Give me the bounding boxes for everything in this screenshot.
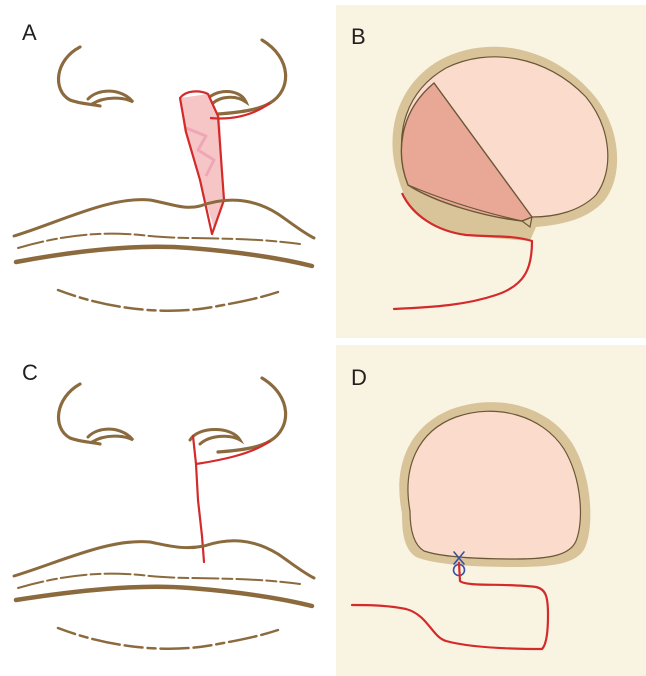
panel-d: D <box>336 345 646 676</box>
upper-lip-vermilion-border <box>14 200 314 238</box>
panel-label-c: C <box>22 362 38 384</box>
panel-label-a: A <box>22 22 37 44</box>
panel-b: B <box>336 5 646 338</box>
mucosal-closure-extension <box>352 605 542 649</box>
panel-c: C <box>0 340 330 676</box>
oral-commissure-line <box>16 587 312 606</box>
panel-label-b: B <box>351 26 366 48</box>
oral-commissure-line <box>16 247 312 266</box>
lower-lip-line <box>58 628 278 649</box>
right-nostril <box>190 430 240 445</box>
closed-incision-diagram-c <box>0 340 330 676</box>
mucosal-extension <box>394 241 532 309</box>
left-alar-rim <box>59 384 100 444</box>
left-alar-rim <box>59 47 100 106</box>
right-alar-rim <box>218 378 286 452</box>
lower-lip-line <box>58 290 278 311</box>
panel-a: A <box>0 0 330 336</box>
left-nostril <box>88 91 133 104</box>
upper-lip-vermilion-border <box>14 541 314 578</box>
right-alar-rim <box>218 40 286 114</box>
mucosal-closure-diagram-d <box>336 345 646 676</box>
left-nostril <box>88 429 133 442</box>
mucosal-flap-diagram-b <box>336 5 646 338</box>
lip-incision-diagram-a <box>0 0 330 336</box>
mucosal-closure-line <box>459 563 548 649</box>
closed-incision-line <box>193 436 204 562</box>
panel-label-d: D <box>351 367 367 389</box>
